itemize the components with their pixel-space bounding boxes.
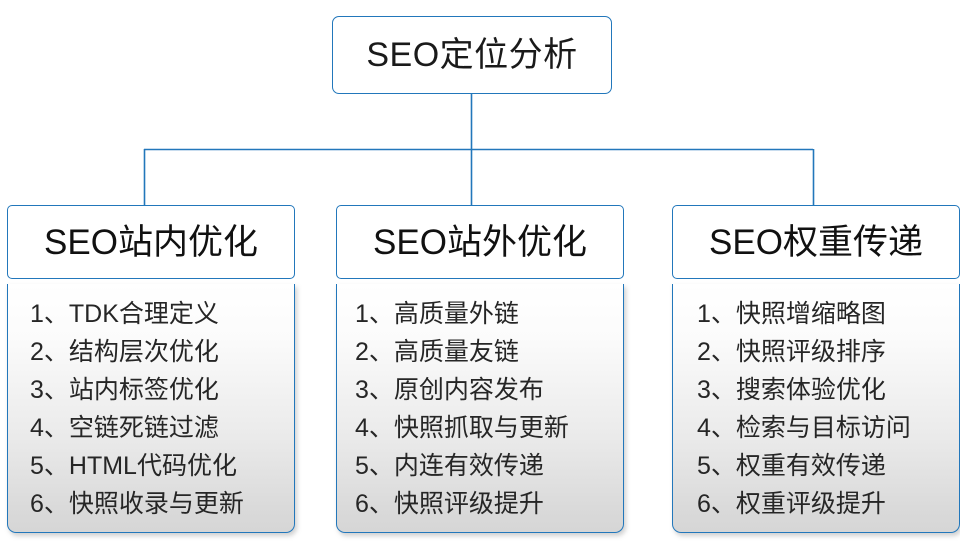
list-item: 4、空链死链过滤: [30, 414, 219, 442]
list-item: 3、搜索体验优化: [697, 376, 886, 404]
branch-body-2: 1、高质量外链 2、高质量友链 3、原创内容发布 4、快照抓取与更新 5、内连有…: [336, 284, 624, 533]
branch-header-label: SEO站内优化: [44, 222, 258, 262]
list-item: 1、高质量外链: [355, 300, 519, 328]
branch-column-2: SEO站外优化 1、高质量外链 2、高质量友链 3、原创内容发布 4、快照抓取与…: [336, 205, 624, 533]
branch-body-3: 1、快照增缩略图 2、快照评级排序 3、搜索体验优化 4、检索与目标访问 5、权…: [672, 284, 960, 533]
root-node[interactable]: SEO定位分析: [332, 16, 612, 94]
list-item: 6、权重评级提升: [697, 490, 886, 518]
root-node-label: SEO定位分析: [366, 36, 578, 74]
list-item: 6、快照收录与更新: [30, 490, 244, 518]
list-item: 2、高质量友链: [355, 338, 519, 366]
branch-header-label: SEO站外优化: [373, 222, 587, 262]
branch-body-1: 1、TDK合理定义 2、结构层次优化 3、站内标签优化 4、空链死链过滤 5、H…: [7, 284, 295, 533]
branch-header-3[interactable]: SEO权重传递: [672, 205, 960, 279]
list-item: 3、原创内容发布: [355, 376, 544, 404]
list-item: 5、HTML代码优化: [30, 452, 237, 480]
branch-header-label: SEO权重传递: [709, 222, 923, 262]
branch-column-1: SEO站内优化 1、TDK合理定义 2、结构层次优化 3、站内标签优化 4、空链…: [7, 205, 295, 533]
list-item: 4、检索与目标访问: [697, 414, 911, 442]
list-item: 2、快照评级排序: [697, 338, 886, 366]
list-item: 4、快照抓取与更新: [355, 414, 569, 442]
branch-header-1[interactable]: SEO站内优化: [7, 205, 295, 279]
list-item: 2、结构层次优化: [30, 338, 219, 366]
list-item: 1、快照增缩略图: [697, 300, 886, 328]
branch-header-2[interactable]: SEO站外优化: [336, 205, 624, 279]
list-item: 5、权重有效传递: [697, 452, 886, 480]
list-item: 5、内连有效传递: [355, 452, 544, 480]
list-item: 6、快照评级提升: [355, 490, 544, 518]
list-item: 1、TDK合理定义: [30, 300, 219, 328]
branch-column-3: SEO权重传递 1、快照增缩略图 2、快照评级排序 3、搜索体验优化 4、检索与…: [672, 205, 960, 533]
list-item: 3、站内标签优化: [30, 376, 219, 404]
